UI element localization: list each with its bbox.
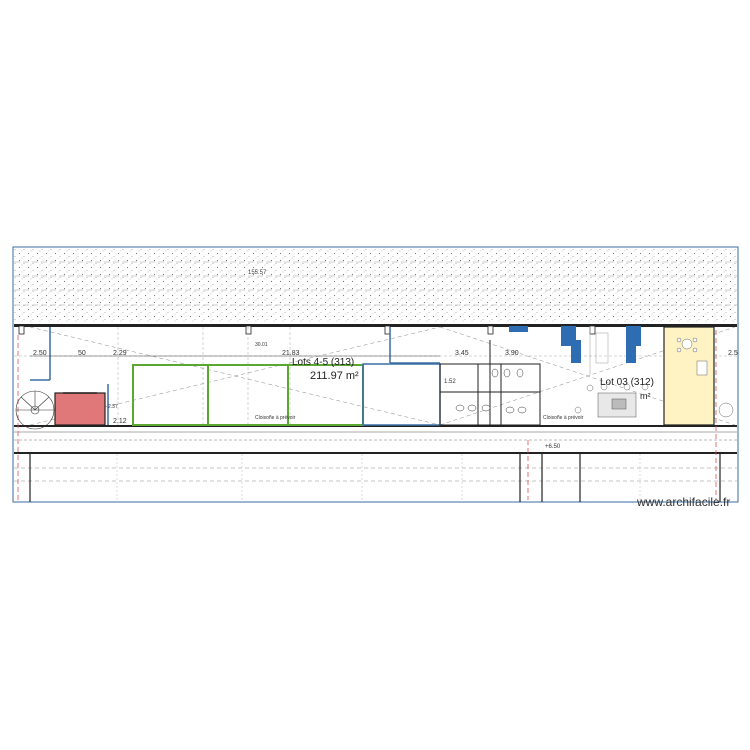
level-mark: +6.50 bbox=[545, 444, 561, 450]
chairs bbox=[574, 383, 649, 414]
columns bbox=[18, 325, 596, 335]
dimension-25: 2.5 bbox=[728, 350, 738, 357]
partition-notes: Cloisoñe à prévoir Cloisoñe à prévoir bbox=[255, 415, 584, 421]
note-cloison-a: Cloisoñe à prévoir bbox=[255, 415, 296, 421]
blue-fixtures bbox=[509, 326, 641, 363]
main-wall bbox=[14, 324, 737, 327]
toilets bbox=[455, 368, 527, 414]
dimension-overall: 155.57 bbox=[248, 270, 267, 276]
dimension-152: 1.52 bbox=[444, 379, 456, 385]
lot-45-area: 211.97 m² bbox=[310, 370, 359, 382]
dimension-3001: 30.01 bbox=[255, 342, 268, 348]
note-cloison-b: Cloisoñe à prévoir bbox=[543, 415, 584, 421]
dimension-237: 2.37 bbox=[108, 404, 118, 410]
exterior-hatch bbox=[14, 248, 737, 322]
lot-45-title: Lots 4-5 (313) bbox=[292, 357, 354, 368]
red-room bbox=[54, 392, 106, 426]
lot-312-area: m² bbox=[640, 391, 651, 401]
wc-block bbox=[439, 340, 541, 426]
dimension-50: 50 bbox=[78, 350, 86, 357]
dimension-229: 2.29 bbox=[113, 350, 127, 357]
dimension-212: 2.12 bbox=[113, 418, 127, 425]
watermark: www.archifacile.fr bbox=[637, 495, 731, 509]
dimension-390: 3.90 bbox=[505, 350, 519, 357]
lot-312-title: Lot 03 (312) bbox=[600, 377, 654, 388]
plan-frame bbox=[12, 246, 739, 503]
dimension-250: 2.50 bbox=[33, 350, 47, 357]
office-desk bbox=[597, 392, 637, 418]
dimension-345: 3.45 bbox=[455, 350, 469, 357]
left-partitions bbox=[30, 327, 440, 425]
dimension-2183: 21.83 bbox=[282, 350, 300, 357]
dimension-labels: 2.50 50 2.29 21.83 30.01 3.45 3.90 2.5 2… bbox=[33, 342, 738, 425]
spiral-stair bbox=[15, 390, 55, 430]
